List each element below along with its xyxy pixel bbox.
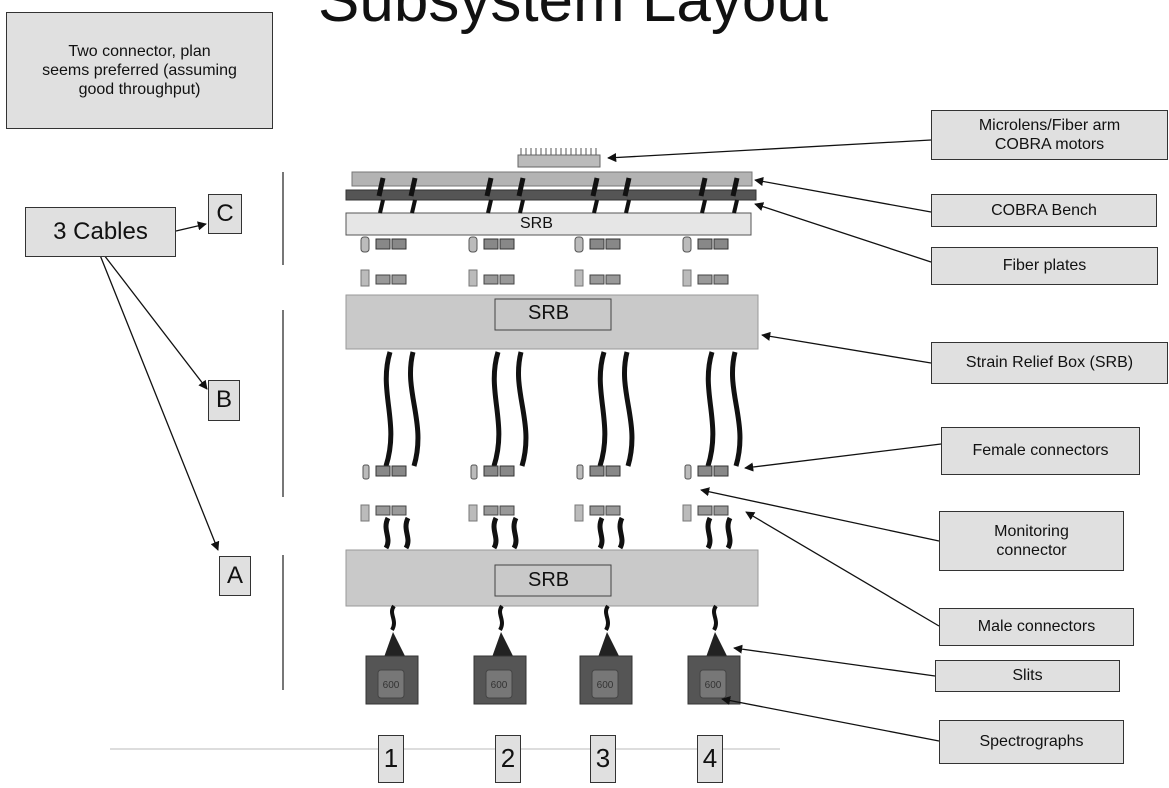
callout-spectrographs: Spectrographs (939, 720, 1124, 764)
arrow-srb (761, 331, 932, 364)
arrow-male (745, 511, 940, 627)
callout-female-connectors: Female connectors (941, 427, 1140, 475)
page-title: Subsystem Layout (318, 0, 829, 35)
callout-cobra-bench: COBRA Bench (931, 194, 1157, 227)
zone-b-label: B (208, 380, 240, 421)
channel-2 (468, 177, 529, 705)
microlens-array (517, 148, 601, 168)
spectrograph-number-4: 4 (697, 735, 723, 783)
srb-middle-label-box (494, 298, 612, 331)
arrow-female (744, 443, 942, 472)
callout-slits: Slits (935, 660, 1120, 692)
arrow-cables-to-c (175, 221, 207, 232)
spectrograph-number-1: 1 (378, 735, 404, 783)
spectrograph-4-badge: 600 (705, 680, 722, 691)
callout-microlens: Microlens/Fiber arm COBRA motors (931, 110, 1168, 160)
srb-bottom-label-box (494, 564, 612, 597)
spectrograph-number-3: 3 (590, 735, 616, 783)
channel-4 (682, 177, 743, 705)
channel-3 (574, 177, 635, 705)
arrow-spectrographs (721, 696, 940, 742)
arrow-bench (754, 176, 932, 213)
arrow-cables-to-a (99, 254, 220, 551)
cables-box: 3 Cables (25, 207, 176, 257)
srb-middle-label: SRB (528, 302, 570, 324)
fiber-plate (345, 212, 752, 236)
microlens-fiber-arm-plate (351, 171, 753, 187)
spectrograph-3-badge: 600 (597, 680, 614, 691)
srb-top-label: SRB (520, 215, 553, 232)
arrow-slits (733, 644, 936, 677)
spectrograph-2-badge: 600 (491, 680, 508, 691)
arrow-monitoring (700, 487, 940, 542)
callout-monitoring-connector: Monitoring connector (939, 511, 1124, 571)
arrow-cables-to-b (103, 254, 208, 390)
channel-1 (360, 177, 421, 705)
zone-a-label: A (219, 556, 251, 596)
callout-strain-relief-box: Strain Relief Box (SRB) (931, 342, 1168, 384)
note-box: Two connector, plan seems preferred (ass… (6, 12, 273, 129)
spectrograph-1-badge: 600 (383, 680, 400, 691)
callout-fiber-plates: Fiber plates (931, 247, 1158, 285)
cobra-bench (345, 189, 757, 201)
spectrograph-number-2: 2 (495, 735, 521, 783)
arrow-microlens (607, 139, 932, 163)
zone-c-label: C (208, 194, 242, 234)
srb-bottom-label: SRB (528, 569, 570, 591)
arrow-fiber-plates (754, 202, 932, 263)
callout-male-connectors: Male connectors (939, 608, 1134, 646)
